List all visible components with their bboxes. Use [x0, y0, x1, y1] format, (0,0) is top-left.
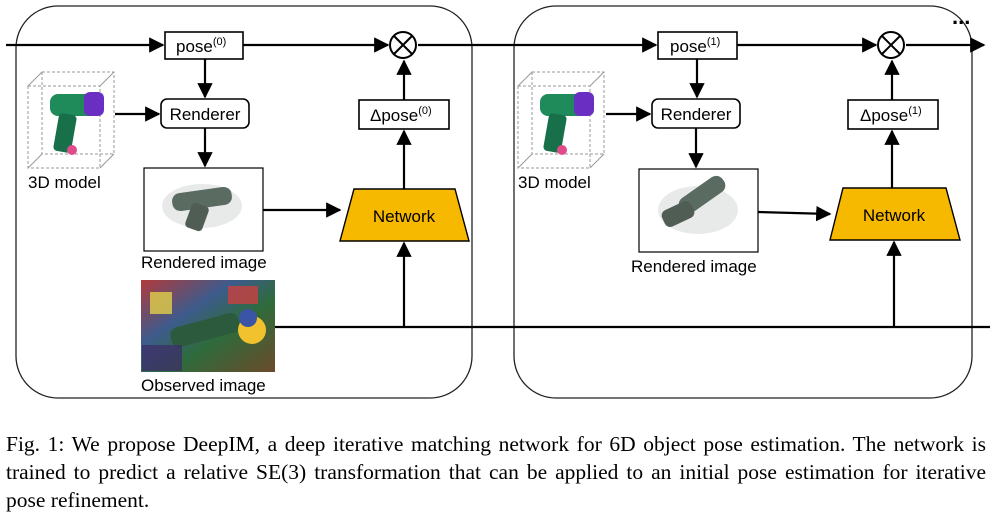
rendered-label-2: Rendered image — [631, 257, 757, 276]
network-label-1: Network — [373, 207, 436, 226]
network-label-2: Network — [863, 206, 926, 225]
pose0-label: pose(0) — [176, 36, 226, 56]
network-block-1 — [339, 188, 470, 242]
stage-2-frame — [513, 5, 973, 399]
drill-3d-model-1 — [27, 71, 115, 169]
network-block-2 — [829, 187, 961, 241]
observed-label: Observed image — [141, 376, 266, 395]
renderer-label-2: Renderer — [661, 105, 732, 124]
caption-text: We propose DeepIM, a deep iterative matc… — [6, 432, 986, 512]
deepim-diagram: pose(0) Renderer 3D model Rendered image… — [6, 4, 990, 399]
rendered-label-1: Rendered image — [141, 253, 267, 272]
figure-caption: Fig. 1: We propose DeepIM, a deep iterat… — [6, 430, 986, 514]
observed-image — [141, 280, 275, 372]
delta-pose-box-1 — [358, 99, 450, 130]
model-label-2: 3D model — [518, 173, 591, 192]
pose0-box — [164, 31, 244, 60]
delta-pose-label-1: Δpose(0) — [370, 105, 432, 125]
stage-1-frame — [15, 5, 473, 399]
pose1-box — [657, 31, 738, 60]
continuation-ellipsis: ... — [952, 4, 970, 29]
multiply-node-2 — [877, 31, 905, 59]
pose1-label: pose(1) — [670, 36, 720, 56]
delta-pose-box-2 — [847, 99, 939, 130]
caption-prefix: Fig. 1: — [6, 432, 65, 456]
image-to-network-arrow-2 — [757, 205, 832, 222]
drill-3d-model-2 — [517, 71, 605, 169]
renderer-label-1: Renderer — [170, 105, 241, 124]
delta-pose-label-2: Δpose(1) — [860, 105, 922, 125]
rendered-image-1 — [143, 167, 264, 252]
rendered-image-2 — [638, 168, 759, 253]
model-label-1: 3D model — [28, 173, 101, 192]
multiply-node-1 — [389, 31, 417, 59]
